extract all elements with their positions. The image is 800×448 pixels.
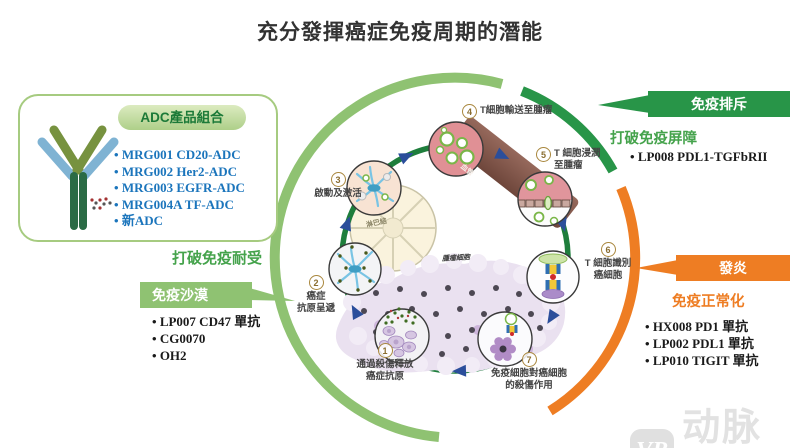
step-label: 啟動及激活 — [314, 188, 362, 199]
exclusion-drug-list: LP008 PDL1-TGFbRII — [630, 148, 768, 165]
inflamed-strategy-label: 免疫正常化 — [672, 294, 745, 310]
desert-drug-list: LP007 CD47 單抗 CG0070 OH2 — [152, 313, 260, 364]
exclusion-strategy-label: 打破免疫屏障 — [610, 131, 697, 147]
step7-killing-illustration — [477, 311, 533, 367]
cycle-step-3: 3 啟動及激活 — [290, 172, 386, 200]
step-number: 4 — [462, 104, 477, 119]
payload-molecule-icon — [90, 197, 112, 210]
adc-product-item: MRG003 EGFR-ADC — [114, 180, 245, 197]
step-label: T細胞輸送至腫瘤 — [480, 105, 553, 116]
adc-product-item: MRG001 CD20-ADC — [114, 147, 245, 164]
cycle-step-1: 1 通過殺傷釋放 癌症抗原 — [337, 343, 433, 384]
step-number: 6 — [600, 242, 616, 257]
step-number: 2 — [308, 275, 324, 290]
step-number: 5 — [536, 147, 551, 162]
drug-item: CG0070 — [152, 330, 260, 347]
drug-item: LP007 CD47 單抗 — [152, 313, 260, 330]
immune-exclusion-tag: 免疫排斥 — [648, 91, 790, 117]
drug-item: LP008 PDL1-TGFbRII — [630, 148, 768, 165]
step-label: 癌症 抗原呈遞 — [296, 291, 335, 315]
desert-strategy-label: 打破免疫耐受 — [172, 250, 263, 267]
watermark: VB 动脉网 — [630, 396, 800, 448]
step2-antigen-presentation-illustration — [328, 242, 382, 296]
drug-item: LP010 TIGIT 單抗 — [645, 352, 759, 369]
step3-priming-activation-illustration — [346, 160, 402, 216]
step-label: 免疫細胞對癌細胞 的殺傷作用 — [490, 368, 567, 392]
adc-product-list: MRG001 CD20-ADC MRG002 Her2-ADC MRG003 E… — [114, 147, 245, 230]
step-number: 7 — [521, 352, 537, 367]
vb-logo-icon: VB — [630, 428, 675, 448]
drug-item: HX008 PD1 單抗 — [645, 318, 759, 335]
adc-product-item: MRG004A TF-ADC — [114, 197, 245, 214]
page-title: 充分發揮癌症免疫周期的潛能 — [257, 21, 543, 44]
drug-item: LP002 PDL1 單抗 — [645, 335, 759, 352]
cycle-step-6: 6 T 細胞識別 癌細胞 — [574, 242, 642, 283]
cycle-flow-arrows — [339, 147, 567, 377]
arc-inflamed — [547, 186, 641, 416]
cycle-step-4: 4 T細胞輸送至腫瘤 — [462, 104, 602, 119]
desert-tag-pointer — [246, 287, 295, 301]
inflamed-tag: 發炎 — [676, 255, 790, 281]
step6-recognition-illustration — [526, 250, 580, 304]
step-label: T 細胞識別 癌細胞 — [584, 258, 632, 282]
cycle-step-7: 7 免疫細胞對癌細胞 的殺傷作用 — [468, 352, 590, 393]
watermark-brand-text: 动脉网 — [682, 407, 763, 448]
adc-product-item: MRG002 Her2-ADC — [114, 164, 245, 181]
inflamed-drug-list: HX008 PD1 單抗 LP002 PDL1 單抗 LP010 TIGIT 單… — [645, 318, 759, 369]
adc-product-item: 新ADC — [114, 213, 245, 230]
cycle-step-5: 5 T 細胞浸潤 至腫瘤 — [536, 147, 612, 173]
adc-portfolio-header: ADC產品組合 — [118, 105, 246, 130]
step-number: 1 — [377, 343, 393, 358]
step4-trafficking-illustration — [428, 121, 484, 177]
step-label: 通過殺傷釋放 癌症抗原 — [356, 359, 414, 383]
cycle-step-2: 2 癌症 抗原呈遞 — [277, 275, 355, 316]
step-label: T 細胞浸潤 至腫瘤 — [554, 148, 601, 172]
drug-item: OH2 — [152, 347, 260, 364]
arc-immune-exclusion — [520, 86, 618, 174]
step-number: 3 — [330, 172, 346, 187]
tumor-cells-label: 腫瘤細胞 — [441, 254, 471, 263]
exclusion-tag-pointer — [598, 95, 650, 113]
inflamed-tag-pointer — [636, 260, 678, 275]
adc-portfolio-box: ADC產品組合 MRG001 CD20-ADC MRG002 Her2-ADC … — [18, 94, 278, 242]
immune-desert-tag: 免疫沙漠 — [140, 282, 252, 308]
antibody-icon — [37, 125, 119, 230]
